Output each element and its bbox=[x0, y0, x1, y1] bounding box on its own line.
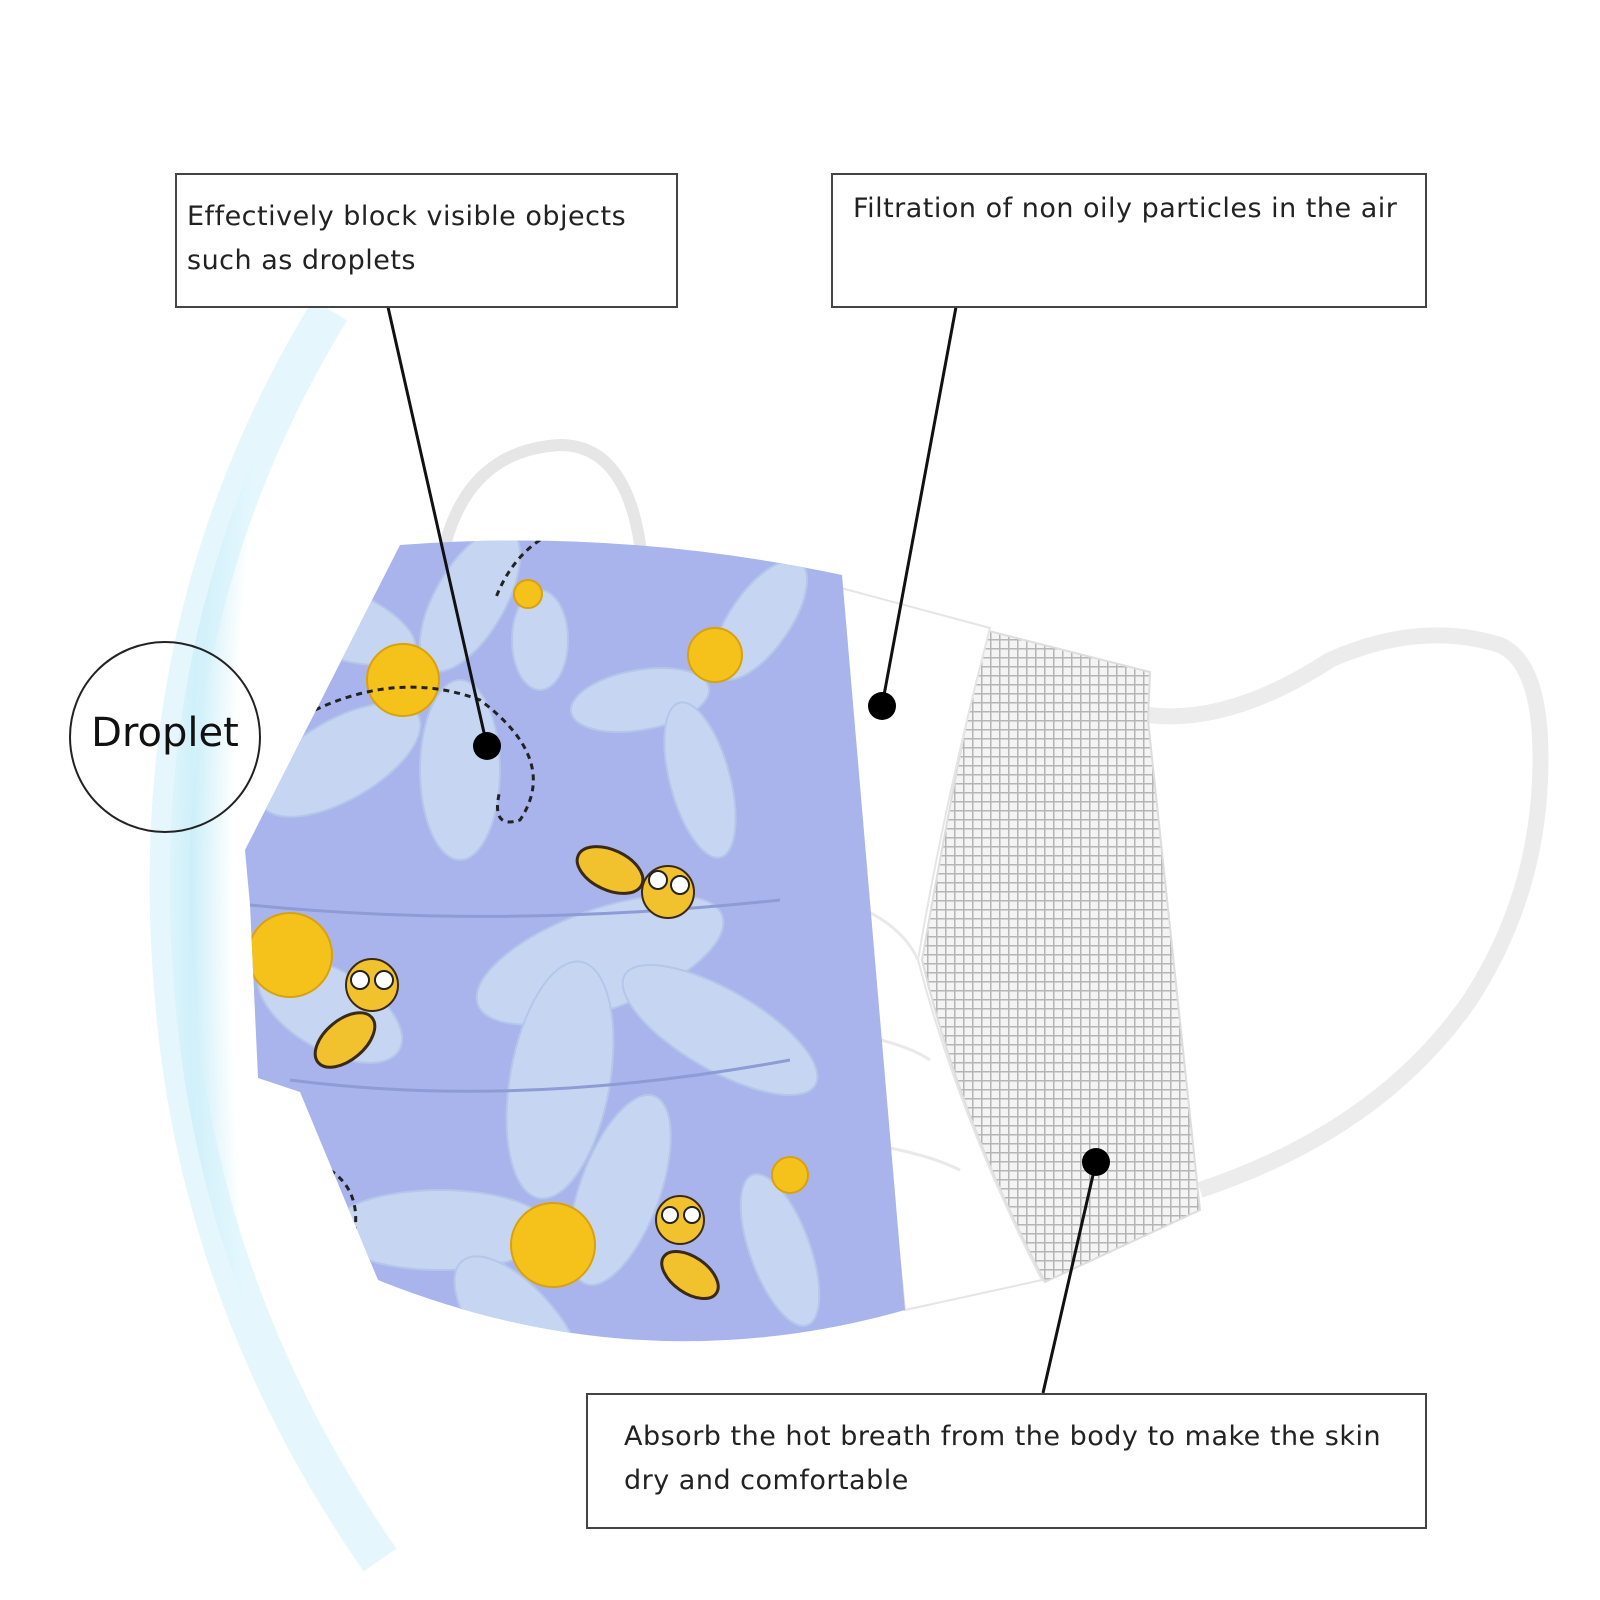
outer-layer-marker-dot bbox=[473, 732, 501, 760]
callout-inner-layer: Absorb the hot breath from the body to m… bbox=[586, 1393, 1427, 1529]
callout-middle-layer: Filtration of non oily particles in the … bbox=[831, 173, 1427, 308]
flower-centers bbox=[247, 579, 809, 1288]
middle-filter-layer bbox=[828, 583, 1044, 1312]
inner-layer-marker-dot bbox=[1082, 1148, 1110, 1176]
right-ear-loop bbox=[1147, 627, 1549, 1198]
callout-outer-layer: Effectively block visible objects such a… bbox=[175, 173, 678, 308]
bee-illustration bbox=[575, 845, 695, 919]
bee-illustration bbox=[313, 958, 399, 1069]
leader-lines bbox=[386, 306, 1098, 1394]
outer-printed-layer bbox=[245, 540, 905, 1342]
left-ear-loop bbox=[439, 438, 648, 561]
droplet-circle bbox=[69, 641, 261, 833]
droplet-label: Droplet bbox=[91, 710, 239, 756]
middle-layer-marker-dot bbox=[868, 692, 896, 720]
bee-illustration bbox=[655, 1195, 720, 1301]
